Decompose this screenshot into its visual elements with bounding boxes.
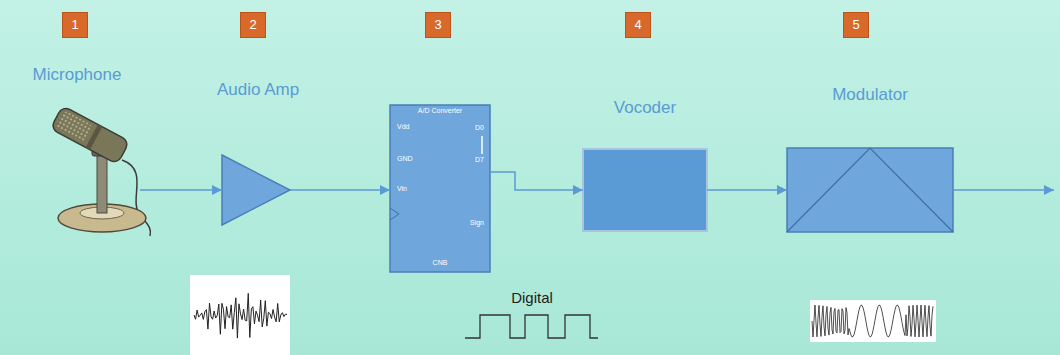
pin-label: Vdd	[397, 123, 409, 131]
signal-arrow	[707, 189, 787, 191]
amplifier-symbol	[222, 155, 290, 225]
vocoder-block	[583, 149, 707, 231]
mic-band	[86, 124, 103, 149]
mic-body	[50, 106, 129, 165]
callout-number: 5	[843, 12, 869, 38]
callout-number: 1	[62, 12, 88, 38]
modulator-body	[787, 148, 953, 232]
adc-body	[390, 105, 490, 272]
callout-text: 4	[626, 13, 650, 37]
modulator-symbol	[787, 148, 953, 232]
audio-waveform-frame	[190, 275, 290, 355]
adc-symbol	[390, 105, 490, 272]
modulator-mark	[787, 148, 953, 232]
output-arrow	[953, 189, 1054, 191]
block-label: Vocoder	[614, 98, 676, 118]
amplifier: Audio Amp	[222, 155, 290, 225]
modulated-waveform	[812, 305, 933, 337]
callout-number: 2	[240, 12, 266, 38]
block-label: Modulator	[832, 85, 908, 105]
adc-box: A/D ConverterVddGND Vin D0D7SignCNB	[390, 105, 490, 272]
callout-text: 1	[63, 13, 87, 37]
clock-mark	[390, 208, 399, 220]
callout-number: 4	[625, 12, 651, 38]
pin-label: Vin	[397, 185, 407, 193]
audio-waveform	[194, 293, 287, 338]
signal-arrow	[140, 189, 222, 191]
vocoder-box: Vocoder	[583, 149, 707, 231]
callout-text: 5	[844, 13, 868, 37]
block-label: Audio Amp	[217, 80, 299, 100]
block-label: Microphone	[33, 65, 122, 85]
pin-label: D7	[475, 156, 484, 164]
mic-grille	[54, 110, 93, 144]
mic-head	[50, 106, 129, 165]
bus-range-mark	[481, 136, 483, 154]
pin-label: Sign	[470, 219, 484, 227]
signal-label: Digital	[511, 289, 553, 306]
callout-number: 3	[425, 12, 451, 38]
pin-label: CNB	[433, 259, 448, 267]
modulator-box: Modulator	[787, 148, 953, 232]
digital-waveform	[465, 315, 598, 338]
microphone: Microphone	[15, 62, 140, 237]
callout-text: 2	[241, 13, 265, 37]
microphone-illustration	[50, 106, 150, 236]
modulated-waveform-frame	[810, 300, 936, 342]
pin-label: A/D Converter	[418, 107, 462, 115]
callout-text: 3	[426, 13, 450, 37]
signal-arrow	[490, 172, 583, 190]
pin-label: D0	[475, 124, 484, 132]
signal-arrow	[290, 189, 390, 191]
pin-label: GND	[397, 155, 413, 163]
